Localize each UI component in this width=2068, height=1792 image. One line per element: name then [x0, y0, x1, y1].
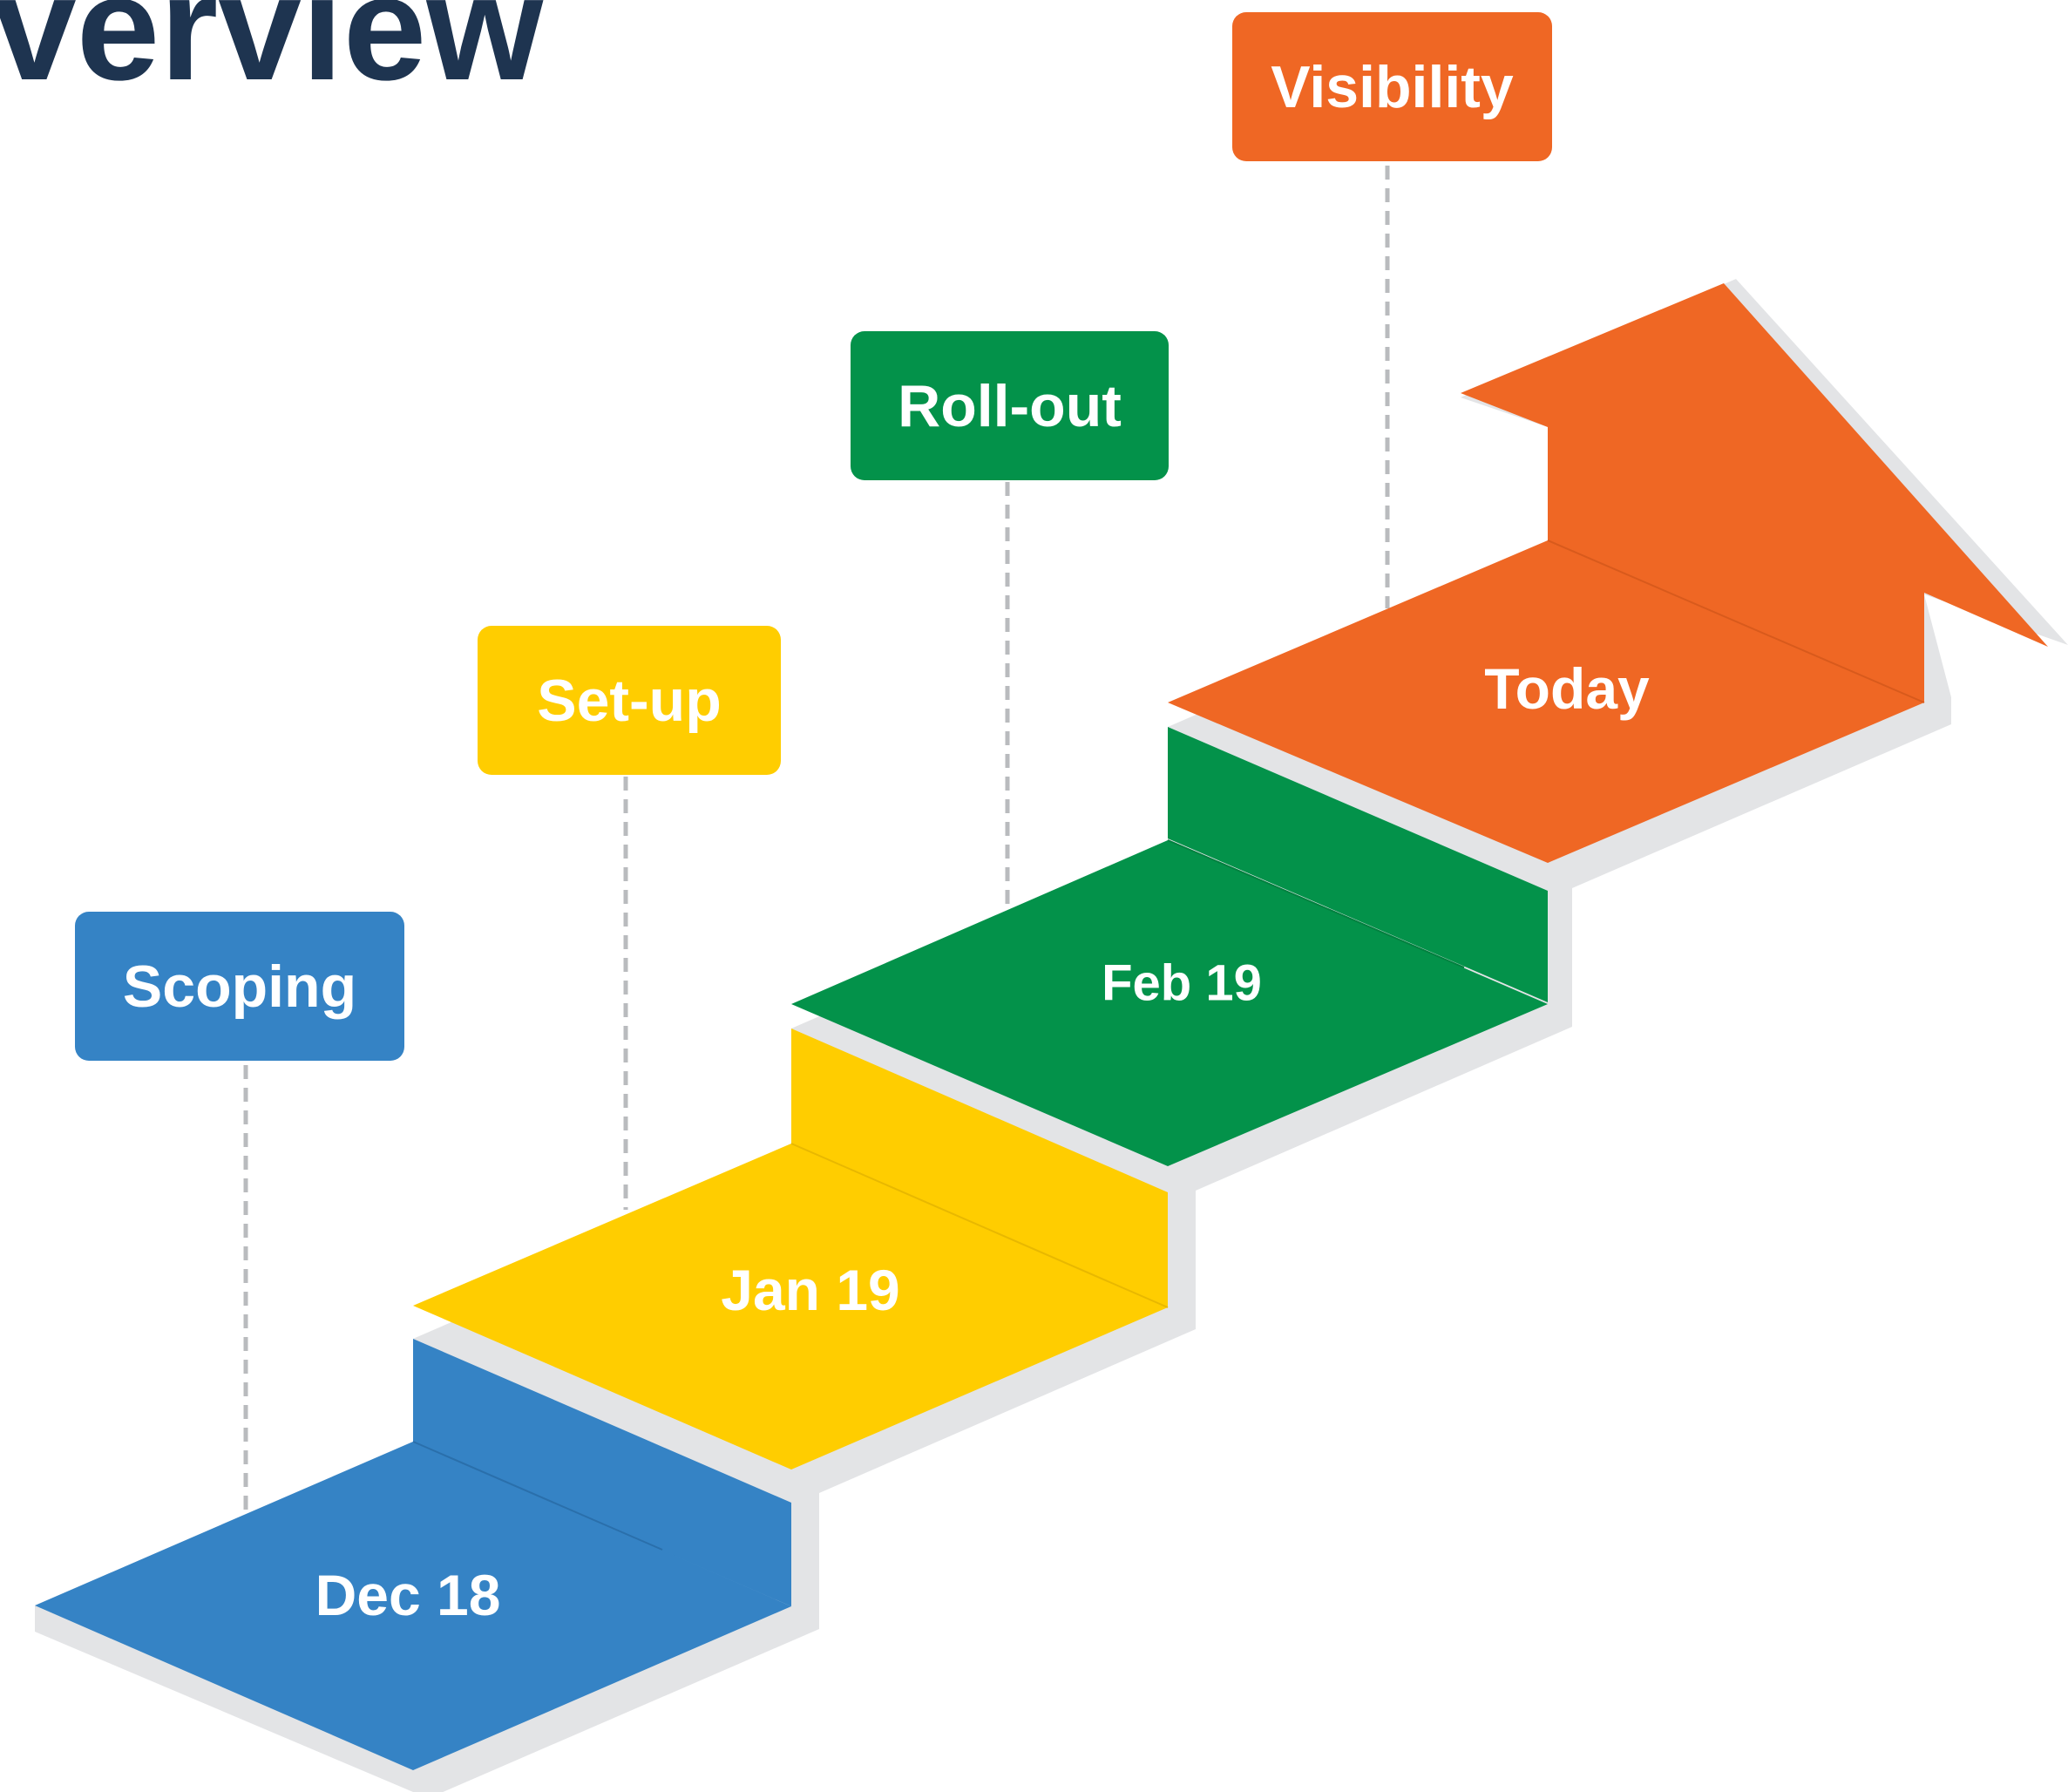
- arrow-head: [1461, 283, 2048, 703]
- step-scoping-riser: [413, 1339, 791, 1606]
- step-date-rollout: Feb 19: [1102, 954, 1262, 1012]
- step-setup-tread: [413, 1144, 1168, 1470]
- phase-label-scoping: Scoping: [75, 912, 404, 1061]
- step-scoping: [35, 1339, 791, 1770]
- step-rollout-riser: [1168, 727, 1548, 1002]
- connector-lines: [243, 166, 1390, 1511]
- step-setup: [413, 1028, 1169, 1470]
- step-visibility: [1168, 283, 2048, 863]
- step-rollout: [791, 727, 1548, 1166]
- step-scoping-tread: [35, 1442, 791, 1770]
- step-date-setup: Jan 19: [721, 1258, 900, 1322]
- step-setup-riser: [791, 1028, 1168, 1307]
- step-date-scoping: Dec 18: [315, 1563, 501, 1627]
- phase-label-visibility: Visibility: [1232, 12, 1552, 161]
- page-title: verview: [0, 0, 544, 112]
- phase-label-rollout: Roll-out: [851, 331, 1169, 480]
- step-date-visibility: Today: [1484, 656, 1650, 721]
- step-rollout-tread: [791, 840, 1548, 1166]
- phase-label-setup: Set-up: [478, 626, 781, 775]
- step-visibility-tread: [1168, 540, 1924, 863]
